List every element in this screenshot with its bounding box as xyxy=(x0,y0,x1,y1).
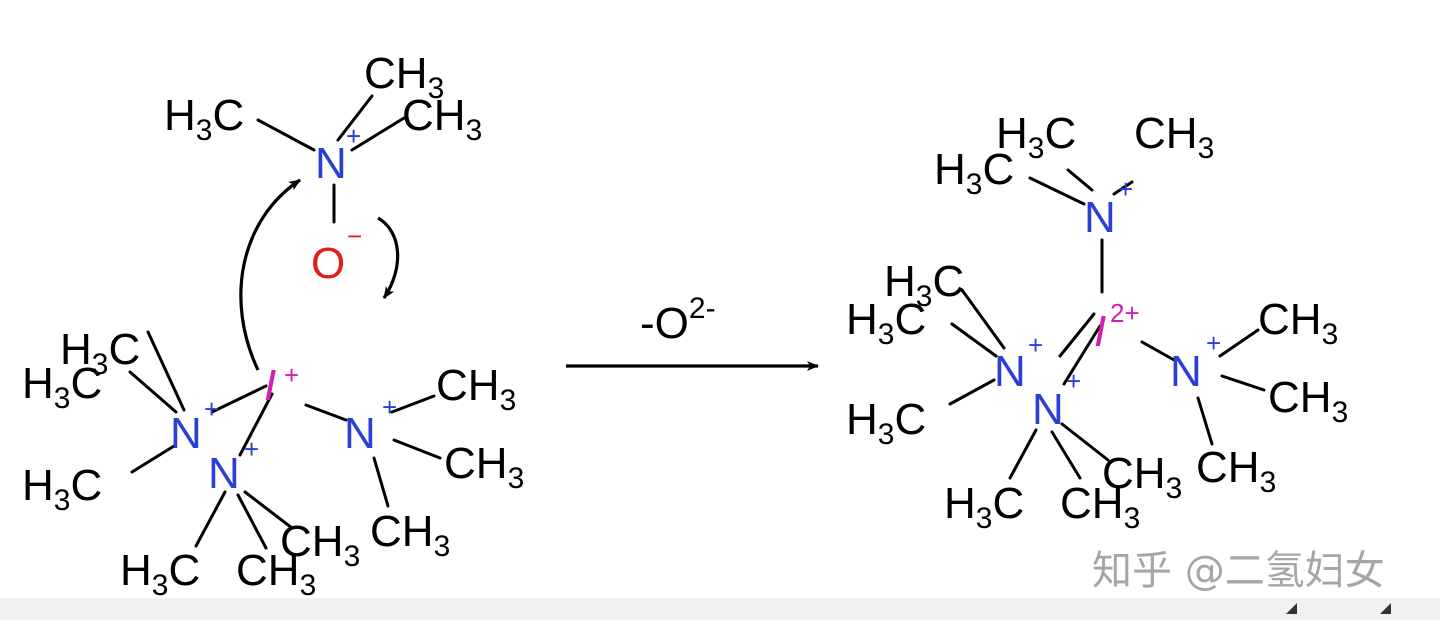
methyl-label: CH3 xyxy=(1268,373,1348,429)
methyl-label: CH3 xyxy=(444,439,524,495)
bond xyxy=(128,370,178,414)
positive-charge: + xyxy=(1066,366,1081,396)
bond xyxy=(392,438,442,460)
bond xyxy=(950,322,998,358)
oxygen-atom: O xyxy=(311,239,345,288)
nitrogen-atom: N xyxy=(170,409,202,458)
bond xyxy=(1028,176,1086,206)
methyl-label: CH3 xyxy=(1060,479,1140,535)
bond xyxy=(1140,340,1176,362)
bond xyxy=(1066,168,1094,192)
methyl-label: CH3 xyxy=(436,361,516,417)
nitrogen-atom: N xyxy=(1084,193,1116,242)
nitrogen-atom: N xyxy=(1032,385,1064,434)
methyl-label: H3C xyxy=(996,109,1076,165)
bond xyxy=(350,116,406,152)
positive-charge: + xyxy=(1206,328,1221,358)
nitrogen-atom: N xyxy=(344,409,376,458)
iodine-atom: I xyxy=(264,361,276,410)
bond xyxy=(1058,312,1096,358)
nitrogen-atom: N xyxy=(208,449,240,498)
bond xyxy=(236,493,268,550)
bond xyxy=(1220,374,1266,392)
iodine-atom: I xyxy=(1094,307,1106,356)
bond xyxy=(130,444,176,474)
methyl-label: H3C xyxy=(934,145,1014,201)
watermark: 知乎 @二氢妇女 xyxy=(1092,548,1385,594)
bond xyxy=(256,118,316,152)
bond xyxy=(1112,180,1134,196)
methyl-label: H3C xyxy=(60,325,140,381)
bond xyxy=(1196,396,1214,446)
methyl-label: H3C xyxy=(22,359,102,415)
bond xyxy=(1060,422,1110,462)
bond xyxy=(1062,324,1102,386)
curved-arrow-icon xyxy=(377,216,400,299)
bond xyxy=(146,330,186,412)
methyl-label: H3C xyxy=(22,461,102,517)
bond xyxy=(1008,428,1038,480)
resize-handle-icon[interactable] xyxy=(1286,603,1297,614)
methyl-label: CH3 xyxy=(1258,295,1338,351)
positive-charge: + xyxy=(204,394,219,424)
reaction-condition: -O2- xyxy=(640,292,716,348)
methyl-label: CH3 xyxy=(364,49,444,105)
trimethylamine-n-oxide: H3C CH3 CH3 N + O − xyxy=(164,49,482,288)
reaction-arrow: -O2- xyxy=(566,292,819,371)
nitrogen-atom: N xyxy=(994,347,1026,396)
curved-arrow-icon xyxy=(239,178,301,371)
bond xyxy=(304,403,348,422)
bond xyxy=(960,288,1006,350)
bond xyxy=(238,392,274,457)
bond xyxy=(372,456,390,508)
methyl-label: H3C xyxy=(944,479,1024,535)
bond xyxy=(336,94,374,142)
positive-charge: + xyxy=(346,121,361,151)
iodonium-complex: H3C H3C H3C H3C CH3 CH3 CH3 CH3 CH3 N + … xyxy=(22,325,524,602)
negative-charge: − xyxy=(347,221,362,251)
methyl-label: CH3 xyxy=(402,91,482,147)
bond xyxy=(390,394,436,414)
methyl-label: CH3 xyxy=(280,517,360,573)
footer-bar xyxy=(0,598,1440,620)
methyl-label: H3C xyxy=(120,546,200,602)
positive-charge: + xyxy=(1118,174,1133,204)
bond xyxy=(210,384,268,414)
nitrogen-atom: N xyxy=(315,139,347,188)
positive-charge: + xyxy=(382,392,397,422)
methyl-label: H3C xyxy=(846,295,926,351)
methyl-label: CH3 xyxy=(370,507,450,563)
resize-handle-icon[interactable] xyxy=(1380,603,1391,614)
methyl-label: CH3 xyxy=(1102,449,1182,505)
methyl-label: H3C xyxy=(164,91,244,147)
iodine-charge: + xyxy=(284,360,299,390)
iodine-dication-complex: H3C CH3 H3C H3C H3C H3C H3C CH3 CH3 CH3 … xyxy=(846,109,1348,535)
bond xyxy=(1050,430,1082,480)
bond xyxy=(243,490,294,530)
methyl-label: H3C xyxy=(884,257,964,313)
positive-charge: + xyxy=(244,434,259,464)
positive-charge: + xyxy=(1028,330,1043,360)
methyl-label: CH3 xyxy=(1134,109,1214,165)
bond xyxy=(1218,328,1260,358)
bond xyxy=(948,378,996,406)
bond xyxy=(194,490,227,548)
methyl-label: CH3 xyxy=(1196,443,1276,499)
methyl-label: CH3 xyxy=(236,546,316,602)
nitrogen-atom: N xyxy=(1170,347,1202,396)
methyl-label: H3C xyxy=(846,395,926,451)
iodine-charge: 2+ xyxy=(1110,298,1140,328)
